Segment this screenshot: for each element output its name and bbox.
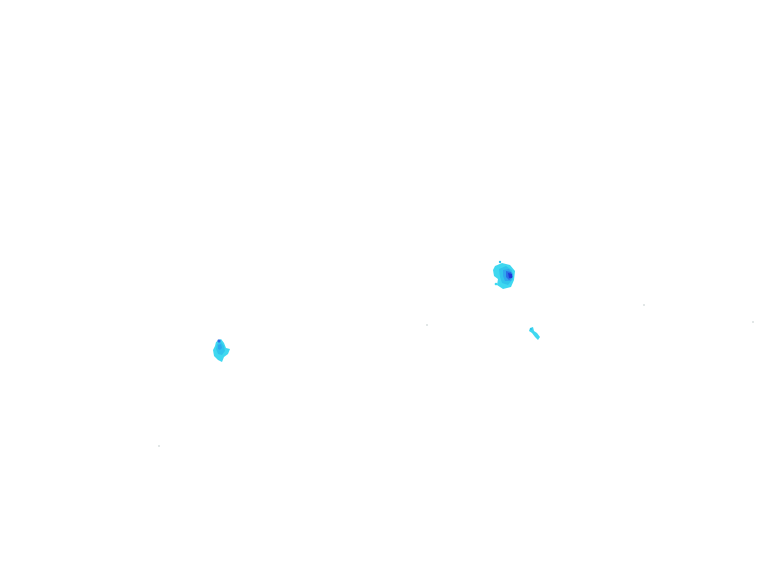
noise-speck [426, 324, 428, 326]
noise-speck [752, 321, 754, 323]
echo-speck [494, 282, 498, 286]
echo-core [217, 339, 221, 343]
southeast-echo-fragment [529, 327, 540, 340]
noise-speck [158, 445, 160, 447]
echo-speck [529, 327, 533, 331]
echo-region [529, 327, 540, 340]
echo-core [508, 273, 512, 278]
west-echo-cell [213, 339, 230, 362]
echo-region [218, 344, 222, 350]
echo-speck [498, 260, 502, 264]
east-echo-cell [493, 260, 515, 289]
noise-speck [643, 304, 645, 306]
